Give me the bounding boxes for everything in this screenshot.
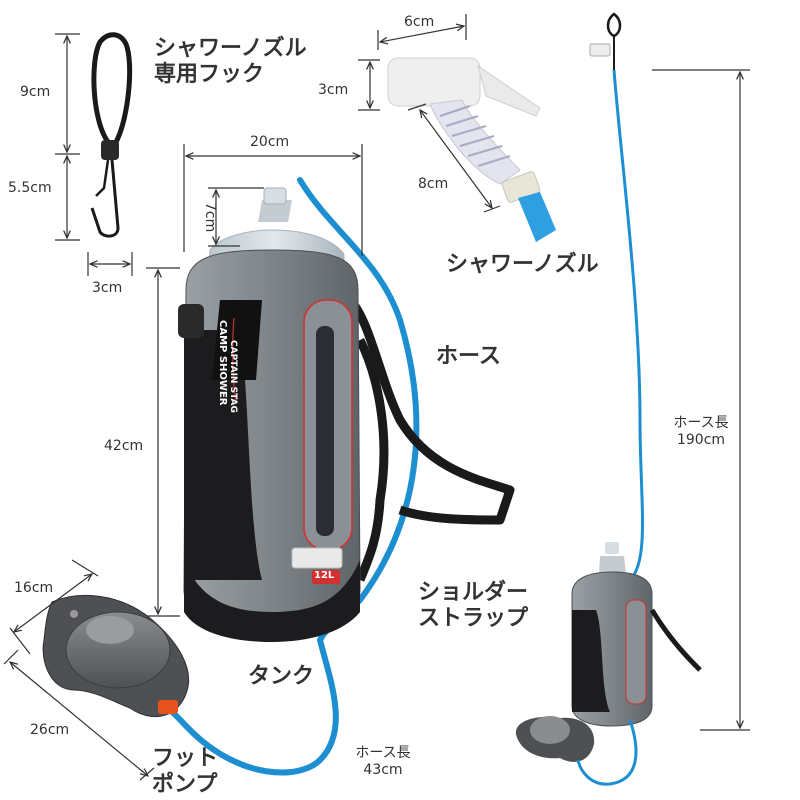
hook-illustration — [90, 32, 133, 238]
long-hose-dim-line1: ホース長 — [666, 412, 736, 432]
tank-model-marking: CAMP SHOWER — [217, 320, 228, 406]
pump-label-line1: フット — [152, 746, 219, 771]
nozzle-width-dim: 6cm — [404, 14, 435, 30]
hook-width-dim: 3cm — [92, 280, 123, 296]
tank-neck-dim: 7cm — [202, 202, 218, 233]
tank-dimension-lines — [146, 144, 363, 617]
tank-brand-marking: CAPTAIN STAG — [228, 340, 238, 413]
foot-pump-illustration — [42, 594, 190, 717]
assembled-view-illustration — [515, 12, 702, 786]
long-hose-dimension-lines — [652, 69, 750, 731]
tank-width-dim: 20cm — [250, 134, 290, 150]
pump-length-dim: 26cm — [30, 722, 70, 738]
tank-height-dim: 42cm — [104, 438, 144, 454]
strap-label-line2: ストラップ — [418, 606, 529, 631]
hook-dimension-lines — [55, 33, 133, 276]
tank-illustration — [178, 187, 361, 642]
nozzle-dimension-lines — [358, 14, 501, 213]
hook-height-top-dim: 9cm — [20, 84, 51, 100]
nozzle-length-dim: 8cm — [418, 176, 449, 192]
foot-pump-dimension-lines — [3, 559, 155, 781]
hook-label-line2: 専用フック — [154, 62, 265, 87]
nozzle-illustration — [387, 57, 556, 242]
pump-label-line2: ポンプ — [152, 772, 218, 797]
strap-label-line1: ショルダー — [418, 580, 529, 605]
long-hose-dim-line2: 190cm — [666, 432, 736, 448]
nozzle-height-dim: 3cm — [318, 82, 349, 98]
tank-label: タンク — [248, 664, 315, 689]
pump-width-dim: 16cm — [14, 580, 54, 596]
hook-height-bottom-dim: 5.5cm — [8, 180, 52, 196]
nozzle-label: シャワーノズル — [446, 252, 599, 277]
short-hose-dim-line1: ホース長 — [355, 745, 411, 761]
tank-capacity-marking: 12L — [314, 570, 335, 581]
hose-label: ホース — [436, 344, 501, 369]
short-hose-dim-line2: 43cm — [363, 762, 403, 778]
hook-label-line1: シャワーノズル — [154, 36, 307, 61]
shoulder-strap-illustration — [346, 296, 515, 582]
